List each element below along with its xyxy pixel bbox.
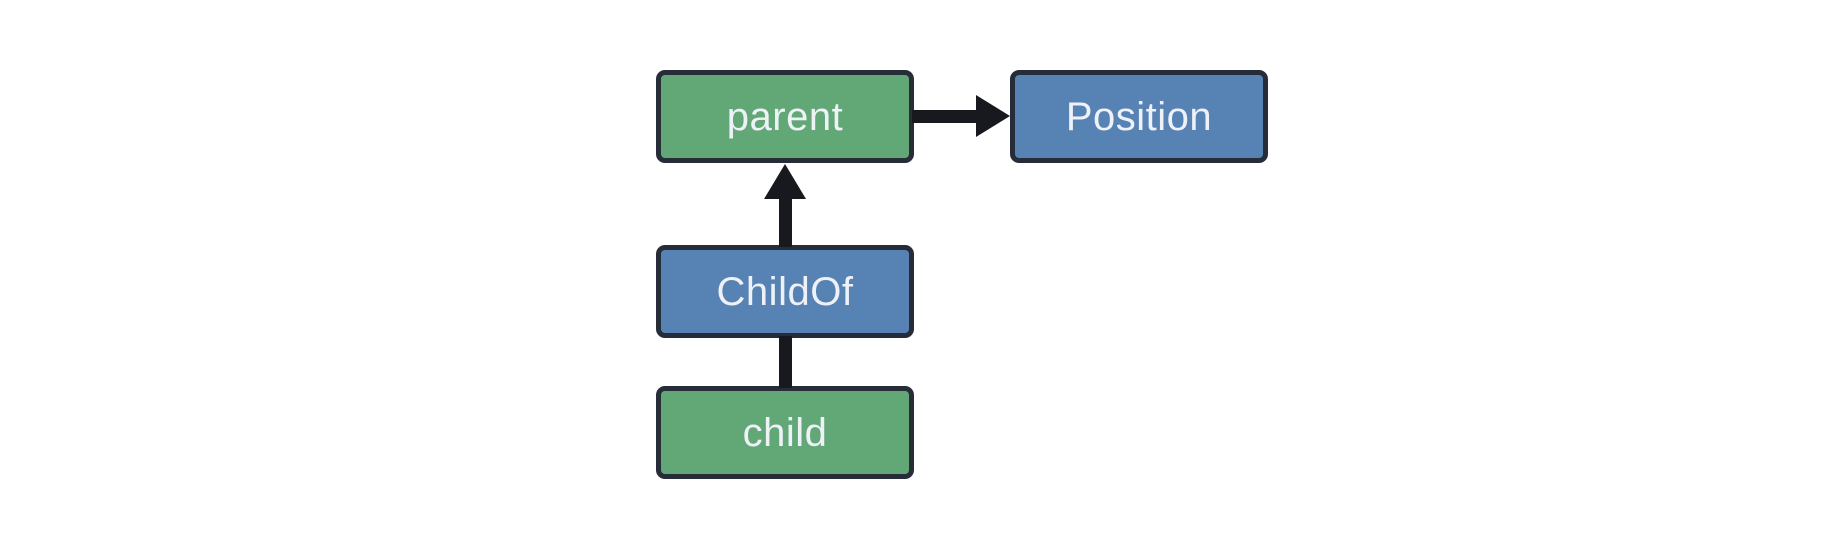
edge-parent-to-position-shaft	[912, 110, 980, 123]
node-position: Position	[1010, 70, 1268, 163]
node-childof: ChildOf	[656, 245, 914, 338]
node-parent: parent	[656, 70, 914, 163]
node-child-label: child	[742, 410, 828, 455]
node-childof-label: ChildOf	[716, 269, 854, 314]
node-position-label: Position	[1065, 94, 1213, 139]
node-child: child	[656, 386, 914, 479]
edge-child-to-childof-line	[779, 336, 792, 388]
arrowhead-right-icon	[976, 95, 1010, 137]
node-parent-label: parent	[726, 94, 844, 139]
edge-childof-to-parent-shaft	[779, 192, 792, 247]
arrowhead-up-icon	[764, 164, 806, 199]
